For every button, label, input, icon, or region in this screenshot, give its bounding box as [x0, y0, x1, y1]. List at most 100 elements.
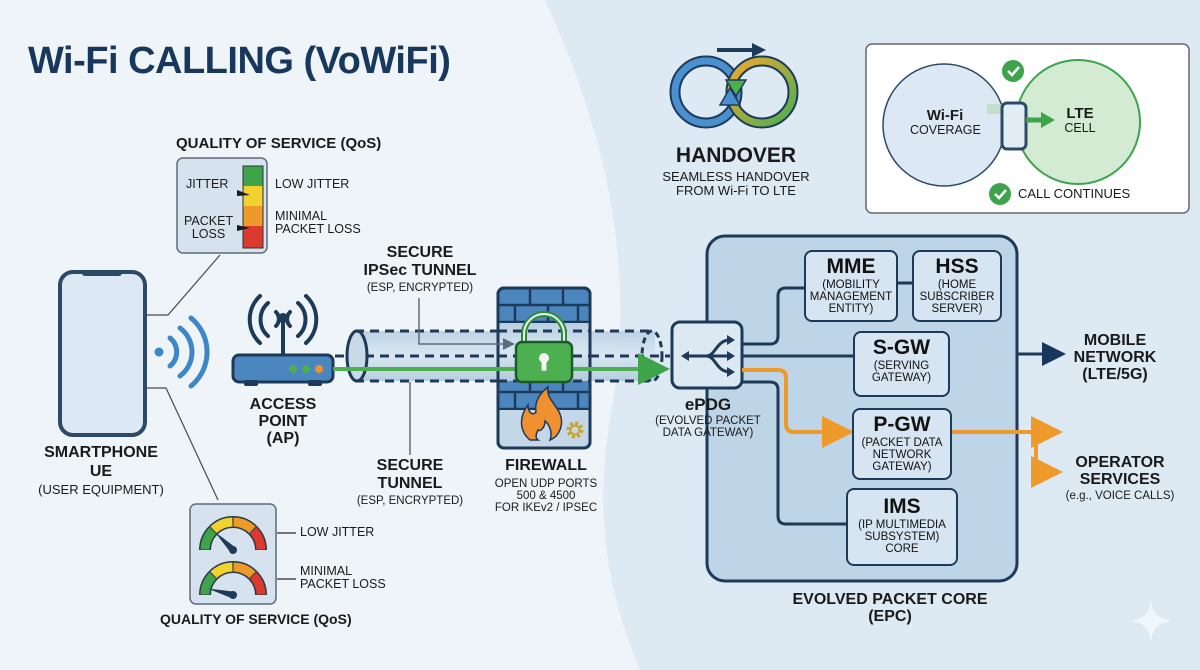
smartphone-subtitle: (USER EQUIPMENT) — [38, 481, 164, 497]
wifi-signal-icon — [154, 315, 210, 389]
jitter-gauge — [199, 516, 267, 554]
jitter-gauge-segment-fill — [249, 527, 266, 550]
smartphone-icon — [58, 270, 147, 437]
pgw-description: (PACKET DATA NETWORK GATEWAY) — [854, 437, 950, 473]
epdg-title: ePDG — [684, 395, 732, 414]
qos-bottom-heading: QUALITY OF SERVICE (QoS) — [160, 611, 352, 627]
hss-sub-2: SUBSCRIBER — [919, 291, 995, 304]
jitter-gauge-segment-fill — [210, 517, 233, 534]
firewall-line3: FOR IKEv2 / IPSEC — [494, 501, 598, 514]
operator-services-line2: SERVICES — [1079, 470, 1161, 488]
firewall-icon — [496, 286, 592, 450]
ims-node[interactable]: IMS (IP MULTIMEDIA SUBSYSTEM) CORE — [846, 488, 958, 566]
gauge-low-jitter-label: LOW JITTER — [300, 525, 375, 539]
link-epdg-pgw — [742, 368, 854, 448]
epc-title-line1: EVOLVED PACKET CORE — [792, 591, 988, 608]
jitter-gauge-segment-fill — [233, 517, 256, 534]
mobile-network-line1: MOBILE — [1083, 332, 1147, 349]
sgw-node[interactable]: S-GW (SERVING GATEWAY) — [853, 331, 950, 397]
handover-line2: FROM Wi-Fi TO LTE — [676, 182, 796, 198]
operator-services-label: OPERATOR SERVICES (e.g., VOICE CALLS) — [1055, 454, 1185, 502]
ipsec-line2: IPSec TUNNEL — [363, 261, 477, 279]
epc-title-line2: (EPC) — [868, 607, 912, 625]
handover-icon — [669, 43, 799, 129]
firewall-line1: OPEN UDP PORTS — [494, 477, 598, 490]
sgw-description: (SERVING GATEWAY) — [855, 360, 948, 384]
packet-loss-label: PACKET LOSS — [184, 214, 234, 242]
hss-node[interactable]: HSS (HOME SUBSCRIBER SERVER) — [912, 250, 1002, 322]
packet-label-line2: LOSS — [191, 227, 226, 242]
smartphone-title: SMARTPHONE — [44, 444, 158, 461]
mme-description: (MOBILITY MANAGEMENT ENTITY) — [806, 279, 896, 315]
ap-line1: ACCESS — [249, 396, 317, 413]
secure-tunnel-label: SECURE TUNNEL (ESP, ENCRYPTED) — [345, 457, 475, 507]
page-title: Wi-Fi CALLING (VoWiFi) — [28, 40, 451, 82]
pgw-node[interactable]: P-GW (PACKET DATA NETWORK GATEWAY) — [852, 408, 952, 480]
hss-sub-1: (HOME — [937, 279, 977, 291]
left-background-panel — [0, 0, 640, 670]
sparkle-icon — [1131, 600, 1171, 642]
minimal-line2: PACKET LOSS — [275, 222, 361, 237]
ipsec-line1: SECURE — [386, 244, 454, 261]
qos-meter-panel — [176, 157, 268, 254]
mme-sub-1: (MOBILITY — [822, 279, 880, 291]
mobile-network-line3: (LTE/5G) — [1082, 365, 1148, 383]
epc-label: EVOLVED PACKET CORE (EPC) — [770, 591, 1010, 626]
wifi-coverage-title: Wi-Fi — [926, 107, 964, 124]
low-jitter-label: LOW JITTER — [275, 177, 350, 191]
packet-loss-gauge-segment-fill — [233, 562, 256, 579]
firewall-label: FIREWALL OPEN UDP PORTS 500 & 4500 FOR I… — [476, 457, 616, 514]
lock-icon — [514, 311, 574, 384]
ap-line2: POINT — [258, 412, 308, 430]
hss-sub-3: SERVER) — [931, 303, 983, 316]
epdg-router-icon — [670, 320, 744, 390]
ims-sub-2: SUBSYSTEM) — [864, 531, 940, 544]
lte-cell-sub: CELL — [1064, 120, 1096, 135]
packet-label-line1: PACKET — [184, 214, 234, 228]
packet-loss-gauge-segment-fill — [249, 572, 266, 595]
ipsec-callout-arrow — [418, 298, 515, 350]
minimal-packet-loss-label: MINIMAL PACKET LOSS — [275, 209, 361, 237]
call-continues-label: CALL CONTINUES — [1018, 186, 1131, 201]
mobile-network-label: MOBILE NETWORK (LTE/5G) — [1065, 332, 1165, 383]
sgw-title: S-GW — [872, 336, 931, 359]
ims-title: IMS — [883, 495, 921, 518]
firewall-title: FIREWALL — [505, 457, 587, 474]
operator-services-line1: OPERATOR — [1075, 454, 1165, 471]
link-operator-services — [1027, 430, 1063, 488]
firewall-line2: 500 & 4500 — [516, 489, 576, 502]
qos-top-heading: QUALITY OF SERVICE (QoS) — [176, 135, 382, 152]
epdg-label: ePDG (EVOLVED PACKET DATA GATEWAY) — [648, 396, 768, 439]
coverage-panel — [865, 43, 1190, 214]
lte-cell-label: LTE CELL — [1055, 106, 1105, 135]
gauge-minimal-line2: PACKET LOSS — [300, 577, 386, 592]
packet-loss-gauge-segment-fill — [210, 562, 233, 579]
mobile-network-line2: NETWORK — [1073, 348, 1157, 366]
qos-top-connector — [146, 254, 221, 316]
gauge-minimal-packet-loss-label: MINIMAL PACKET LOSS — [300, 564, 386, 592]
hss-description: (HOME SUBSCRIBER SERVER) — [914, 279, 1000, 315]
lte-cell-title: LTE — [1066, 105, 1094, 122]
epdg-line2: DATA GATEWAY) — [662, 426, 754, 439]
ap-line3: (AP) — [266, 429, 300, 447]
access-point-label: ACCESS POINT (AP) — [243, 396, 323, 447]
sgw-sub-1: (SERVING — [873, 360, 930, 372]
pgw-sub-2: NETWORK — [872, 449, 932, 462]
mme-sub-2: MANAGEMENT — [809, 291, 893, 304]
pgw-sub-1: (PACKET DATA — [861, 437, 943, 449]
packet-loss-gauge-segment-fill — [200, 572, 217, 595]
smartphone-ue: UE — [89, 462, 113, 480]
packet-loss-gauge — [199, 561, 267, 599]
jitter-gauge-segment-fill — [200, 527, 217, 550]
epdg-line1: (EVOLVED PACKET — [655, 414, 761, 427]
qos-bottom-connector — [146, 387, 219, 501]
ims-description: (IP MULTIMEDIA SUBSYSTEM) CORE — [848, 519, 956, 555]
flame-icon — [520, 385, 563, 442]
ims-sub-3: CORE — [885, 543, 919, 556]
gear-icon — [566, 421, 584, 439]
mme-node[interactable]: MME (MOBILITY MANAGEMENT ENTITY) — [804, 250, 898, 322]
packet-loss-gauge-hub — [229, 591, 237, 599]
handover-label: HANDOVER SEAMLESS HANDOVER FROM Wi-Fi TO… — [652, 144, 820, 198]
mme-sub-3: ENTITY) — [828, 303, 874, 316]
